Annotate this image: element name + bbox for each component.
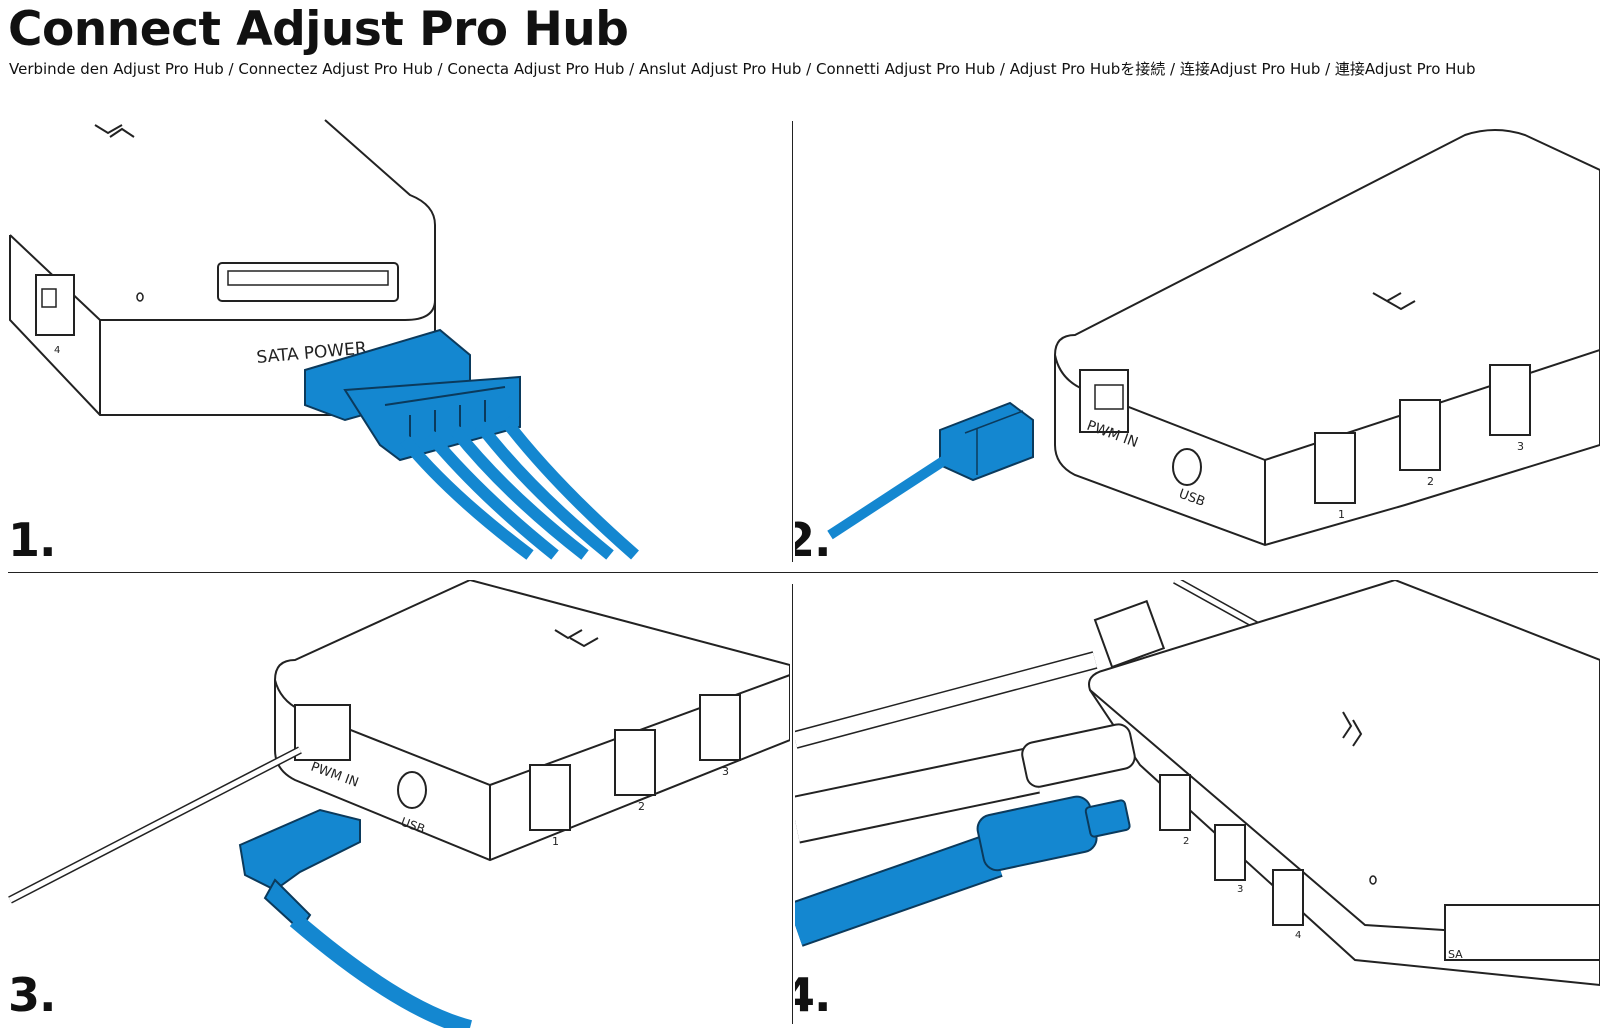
step-3-panel: PWM IN USB 1 2 3 3. — [0, 580, 790, 1028]
step-2-illustration: PWM IN USB 1 2 3 — [827, 129, 1600, 547]
fan-port-4-label: 4 — [54, 345, 60, 356]
divider-vertical-top — [792, 121, 793, 562]
fan-3-label: 3 — [722, 765, 729, 778]
divider-horizontal — [8, 572, 1598, 573]
usb-c-plug — [1021, 723, 1136, 788]
fan-port-2 — [1399, 399, 1441, 471]
hub-body — [1054, 129, 1600, 547]
usb-port — [397, 771, 427, 809]
fan-port-3 — [699, 694, 741, 761]
fan-port-3 — [1214, 824, 1246, 881]
fan-1-label: 1 — [552, 835, 559, 848]
fan-2-label: 2 — [638, 800, 645, 813]
hub-logo-icon — [554, 629, 599, 648]
usb-c-connector — [976, 795, 1098, 872]
divider-vertical-bottom — [792, 584, 793, 1024]
pwm-in-port — [294, 704, 351, 761]
fan-port-2 — [1159, 774, 1191, 831]
pwm-cable — [827, 455, 948, 540]
fan-4-label: 4 — [1295, 930, 1301, 941]
hub-logo-icon — [94, 124, 135, 138]
sata-label: SA — [1448, 948, 1463, 961]
fan-port-3 — [1489, 364, 1531, 436]
micro-usb-cable — [289, 913, 473, 1028]
step-1-illustration: 4 SATA POWER — [9, 119, 639, 560]
step-1-number: 1. — [8, 513, 56, 567]
page-subtitle: Verbinde den Adjust Pro Hub / Connectez … — [9, 60, 1476, 78]
hub-logo-icon — [1372, 292, 1416, 311]
sata-port — [217, 262, 399, 302]
fan-port-4 — [1272, 869, 1304, 926]
hub-body — [1088, 580, 1600, 987]
fan-2-label: 2 — [1183, 836, 1189, 847]
usb-a-plug — [1093, 599, 1166, 669]
micro-usb-connector — [238, 808, 361, 932]
hub-logo-icon — [1342, 711, 1363, 747]
step-4-illustration: 2 3 4 SA — [795, 580, 1600, 987]
fan-port-1 — [529, 764, 571, 831]
sata-power-cable — [400, 416, 639, 560]
pwm-connector — [939, 401, 1034, 482]
fan-3-label: 3 — [1517, 440, 1524, 453]
step-4-panel: 2 3 4 SA 4. — [795, 580, 1600, 1028]
step-1-panel: 4 SATA POWER 1. — [0, 115, 790, 570]
led-icon — [1369, 875, 1377, 885]
fan-port-1 — [1314, 432, 1356, 504]
step-2-number: 2. — [795, 513, 831, 567]
fan-port-2 — [614, 729, 656, 796]
step-2-panel: PWM IN USB 1 2 3 2. — [795, 115, 1600, 570]
page-title: Connect Adjust Pro Hub — [8, 2, 629, 57]
usb-port — [1172, 448, 1202, 486]
step-4-number: 4. — [795, 968, 831, 1022]
led-icon — [136, 292, 144, 302]
fan-2-label: 2 — [1427, 475, 1434, 488]
step-3-number: 3. — [8, 968, 56, 1022]
sata-connector — [1444, 904, 1600, 961]
fan-3-label: 3 — [1237, 884, 1243, 895]
step-3-illustration: PWM IN USB 1 2 3 — [8, 580, 790, 1028]
fan-1-label: 1 — [1338, 508, 1345, 521]
